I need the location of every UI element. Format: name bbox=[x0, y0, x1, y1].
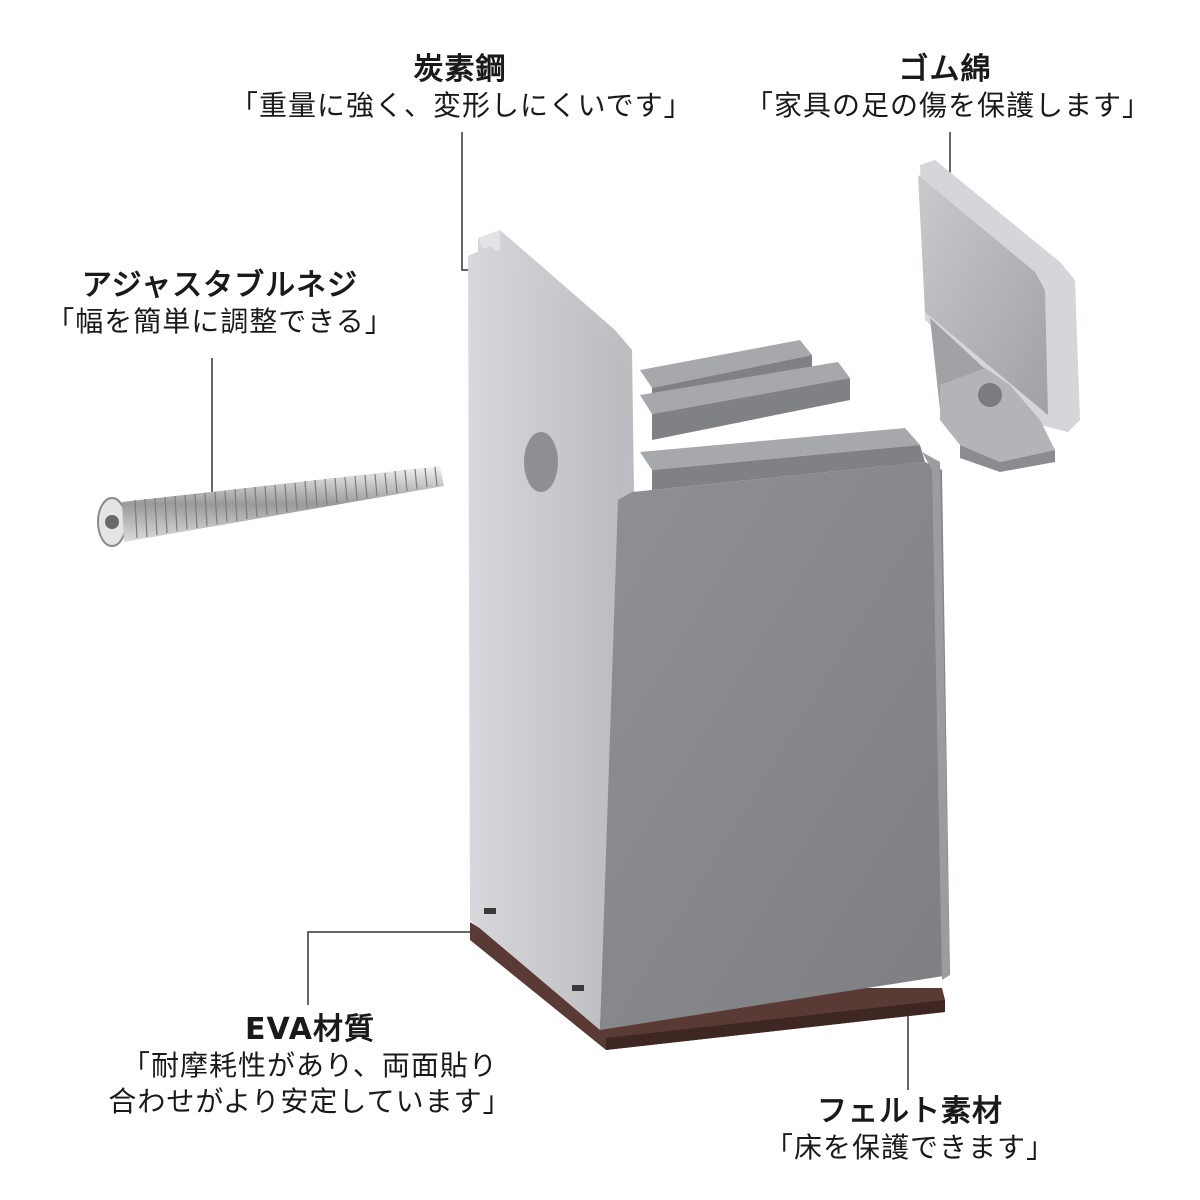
callout-screw: アジャスタブルネジ 「幅を簡単に調整できる」 bbox=[40, 268, 400, 340]
rail-1 bbox=[640, 340, 812, 388]
rubber-desc: 「家具の足の傷を保護します」 bbox=[745, 89, 1152, 122]
pad-clip bbox=[940, 368, 1055, 462]
riser-left-face bbox=[468, 246, 628, 1030]
screw-desc: 「幅を簡単に調整できる」 bbox=[46, 305, 394, 338]
callout-rubber: ゴム綿 「家具の足の傷を保護します」 bbox=[745, 52, 1152, 124]
rail-2 bbox=[640, 362, 850, 414]
rubber-pad-icon bbox=[918, 160, 1080, 472]
riser-front-face bbox=[600, 462, 950, 1030]
rubber-title: ゴム綿 bbox=[898, 52, 992, 87]
callout-eva: EVA材質 「耐摩耗性があり、両面貼り 合わせがより安定しています」 bbox=[95, 1012, 525, 1120]
screw-title: アジャスタブルネジ bbox=[81, 268, 359, 303]
steel-desc: 「重量に強く、変形しにくいです」 bbox=[230, 89, 693, 122]
screw-icon bbox=[97, 466, 444, 547]
bed-riser-icon bbox=[468, 230, 950, 1050]
callout-steel: 炭素鋼 「重量に強く、変形しにくいです」 bbox=[230, 52, 693, 124]
eva-desc-line1: 「耐摩耗性があり、両面貼り bbox=[122, 1049, 498, 1082]
eva-title: EVA材質 bbox=[245, 1012, 375, 1047]
callout-felt: フェルト素材 「床を保護できます」 bbox=[760, 1094, 1060, 1166]
steel-title: 炭素鋼 bbox=[413, 52, 507, 87]
rail-3 bbox=[640, 428, 920, 470]
screw-hole bbox=[524, 432, 558, 492]
eva-leader-line bbox=[307, 931, 470, 1005]
felt-title: フェルト素材 bbox=[817, 1094, 1003, 1129]
eva-desc-line2: 合わせがより安定しています」 bbox=[108, 1085, 512, 1118]
felt-desc: 「床を保護できます」 bbox=[764, 1131, 1055, 1164]
